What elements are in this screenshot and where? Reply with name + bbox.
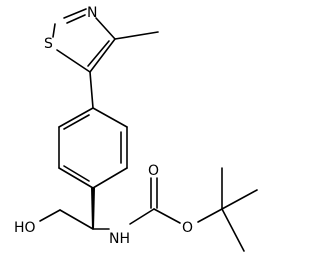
atom-label-ester-oxygen: O (182, 220, 193, 236)
bond-s-c2 (52, 23, 56, 38)
atom-label-hydroxyl: HO (14, 220, 36, 236)
atom-label-nitrogen: N (87, 5, 97, 21)
bond-o-tbu (197, 208, 223, 223)
bond-ph3-ph4 (92, 167, 128, 189)
bond-ph-inner-bottom (63, 165, 90, 182)
atom-label-sulfur: S (44, 36, 53, 52)
bond-ph6-ph1 (58, 107, 94, 128)
bond-ph-inner-top (63, 114, 90, 130)
atom-label-carbonyl-oxygen: O (148, 163, 159, 179)
bond-c2-n-inner (66, 14, 86, 24)
bond-n-c4 (95, 17, 116, 40)
atom-label-amine: NH (109, 231, 130, 247)
bond-c5-s (56, 49, 91, 73)
bond-c4-c5 (89, 38, 116, 73)
bond-ch2-oh (39, 209, 61, 222)
bond-carbonyl-o-ester (153, 208, 181, 224)
bond-ph4-ph5 (58, 167, 94, 189)
bond-tbu-methyl-right (221, 189, 258, 210)
wedge-bond-stereocenter (91, 188, 95, 229)
bond-ph1-ph2 (92, 107, 128, 128)
bond-alpha-ch2 (59, 209, 94, 230)
bond-tbu-methyl-bottom (221, 208, 245, 252)
atom-labels: N S HO NH O O (14, 5, 193, 247)
bond-c4-methyl (114, 31, 159, 40)
bond-lines (39, 8, 258, 252)
bond-c2-n (63, 8, 87, 19)
chemical-structure-diagram: N S HO NH O O (14, 5, 258, 252)
bond-c4-c5-inner (87, 40, 110, 67)
bond-c5-phenyl (89, 71, 94, 109)
bond-nh-carbonyl (129, 208, 155, 225)
